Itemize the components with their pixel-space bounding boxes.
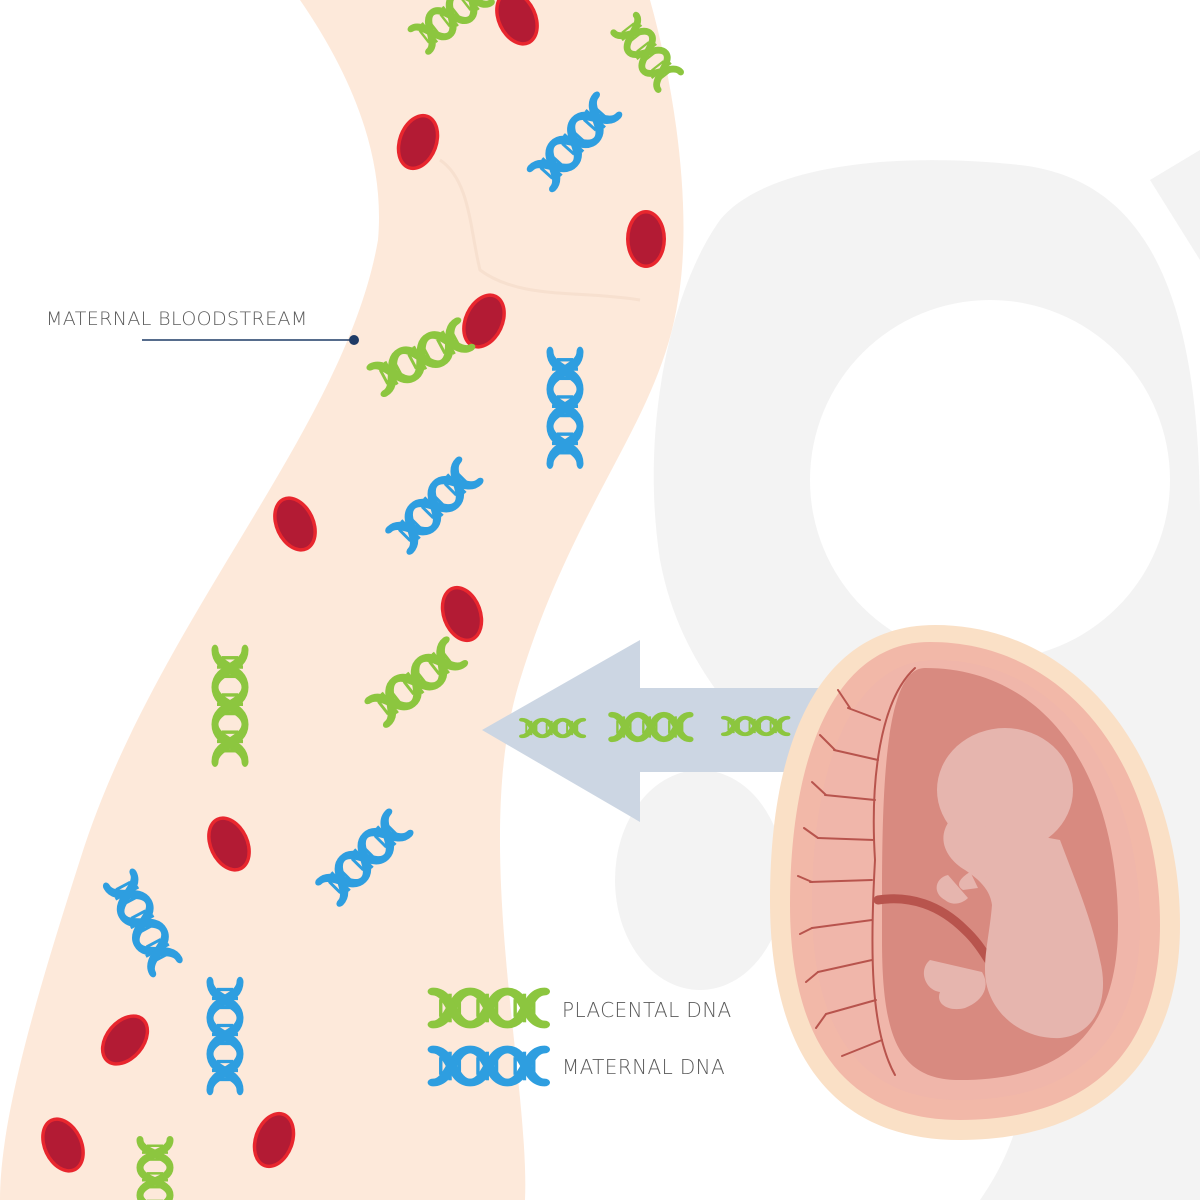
red-blood-cell-icon [626, 210, 666, 268]
dna-helix-icon [612, 715, 690, 740]
womb [770, 625, 1180, 1140]
maternal-dna-label: MATERNAL DNA [562, 1055, 726, 1079]
maternal-dna-legend-icon [433, 1050, 545, 1083]
dna-helix-icon [210, 982, 240, 1090]
maternal-bloodstream-label: MATERNAL BLOODSTREAM [46, 308, 308, 330]
placental-dna-label: PLACENTAL DNA [562, 998, 732, 1022]
bloodstream-vessel [0, 0, 684, 1200]
dna-helix-icon [215, 650, 245, 762]
fetus-icon [923, 728, 1104, 1039]
placental-dna-legend-icon [433, 992, 545, 1025]
dna-helix-icon [724, 718, 787, 735]
dna-helix-icon [550, 352, 580, 464]
bloodstream-leader [142, 335, 359, 345]
dna-helix-icon [522, 720, 583, 737]
